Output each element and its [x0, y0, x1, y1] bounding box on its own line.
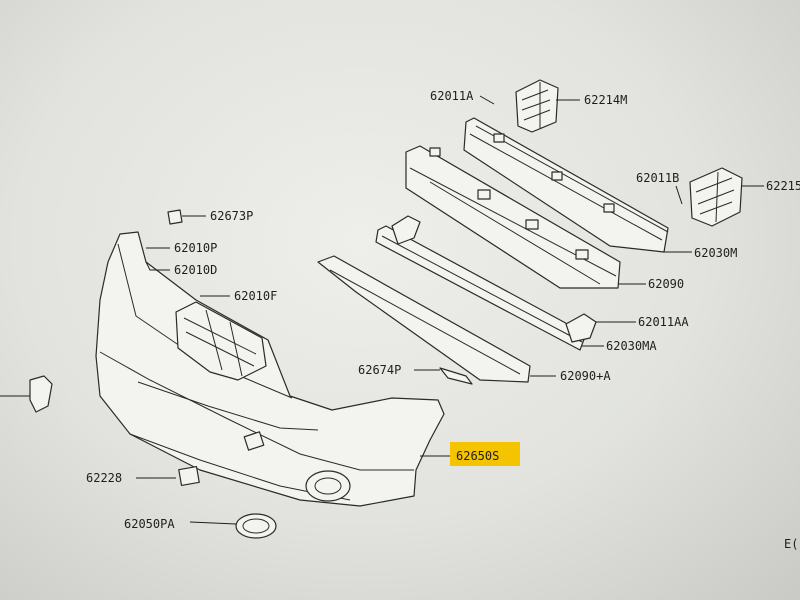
label-62673p: 62673P — [210, 209, 253, 223]
label-62214m: 62214M — [584, 93, 627, 107]
label-62228: 62228 — [86, 471, 122, 485]
highlight-62650s — [450, 442, 520, 466]
label-62010d: 62010D — [174, 263, 217, 277]
bumper-fascia-62650s — [95, 231, 445, 507]
label-62010p: 62010P — [174, 241, 217, 255]
label-62050pa: 62050PA — [124, 517, 175, 531]
leader-lines — [0, 95, 764, 525]
label-corner-code: E( — [784, 537, 798, 551]
label-62011b: 62011B — [636, 171, 679, 185]
side-clip-left — [29, 375, 53, 413]
cover-62228 — [178, 465, 200, 487]
label-62010f: 62010F — [234, 289, 277, 303]
reinforcement-62030m — [463, 117, 669, 253]
absorber-62090 — [405, 145, 621, 289]
bracket-62214m — [515, 79, 559, 133]
label-62030ma: 62030MA — [606, 339, 657, 353]
reinforcement-62030ma — [375, 215, 597, 351]
label-62090: 62090 — [648, 277, 684, 291]
label-62674p: 62674P — [358, 363, 401, 377]
clip-62673p — [167, 209, 183, 225]
label-62030m: 62030M — [694, 246, 737, 260]
absorber-62090a — [317, 255, 531, 383]
bracket-62215 — [689, 167, 743, 227]
clip-62674p — [439, 367, 473, 385]
label-62011a: 62011A — [430, 89, 474, 103]
label-62090a: 62090+A — [560, 369, 611, 383]
label-62650s: 62650S — [456, 449, 499, 463]
label-62215: 62215 — [766, 179, 800, 193]
label-62011aa: 62011AA — [638, 315, 689, 329]
fog-ring-62050pa — [235, 513, 277, 539]
